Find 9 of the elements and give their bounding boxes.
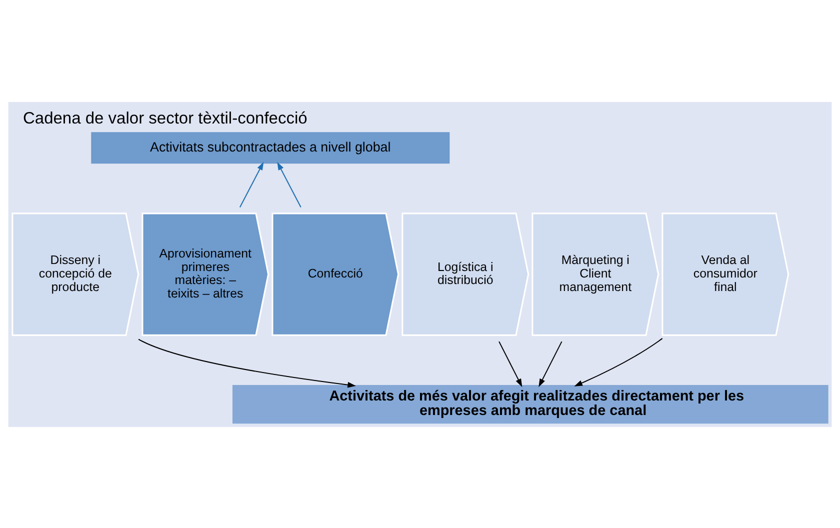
- node-box: Activitats de més valor afegit realitzades directament per les empreses amb marques de canal: [232, 384, 828, 424]
- arrow: [538, 340, 562, 387]
- arrow: [277, 161, 302, 207]
- arrow: [239, 161, 264, 207]
- diagram-title: Cadena de valor sector tèxtil-confecció: [23, 108, 308, 127]
- arrow: [574, 338, 663, 386]
- arrow: [138, 338, 356, 388]
- arrow: [498, 340, 522, 387]
- node-box: Activitats subcontractades a nivell global: [91, 132, 450, 164]
